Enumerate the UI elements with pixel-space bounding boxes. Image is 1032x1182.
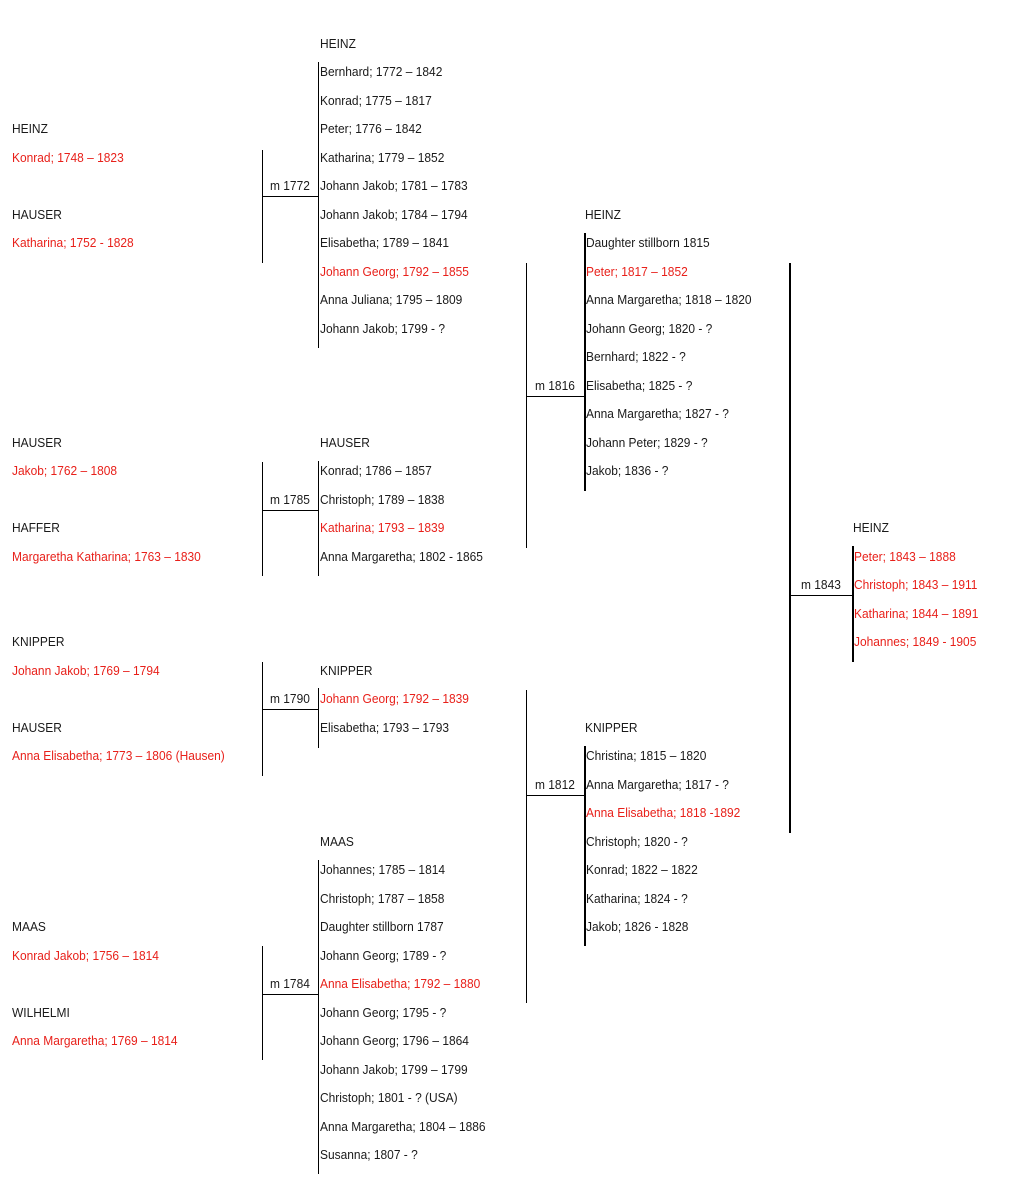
surname-maas-gen1: MAAS (12, 919, 46, 934)
child-maas-5: Anna Elisabetha; 1792 – 1880 (320, 976, 481, 991)
surname-hauser-gen1-b: HAUSER (12, 435, 62, 450)
child-hauser-2: Christoph; 1789 – 1838 (320, 492, 445, 507)
couple-bracket-1843 (789, 263, 791, 833)
child-maas-8: Johann Jakob; 1799 – 1799 (320, 1062, 468, 1077)
marriage-label-1843: m 1843 (801, 577, 841, 592)
marriage-line-1843 (790, 595, 852, 596)
child-heinz-10: Johann Jakob; 1799 - ? (320, 321, 446, 336)
couple-bracket-1790 (262, 662, 263, 776)
person-katharina-hauser: Katharina; 1752 - 1828 (12, 235, 134, 250)
child-maas-11: Susanna; 1807 - ? (320, 1147, 418, 1162)
child-heinz-2: Konrad; 1775 – 1817 (320, 93, 432, 108)
surname-knipper-gen1: KNIPPER (12, 634, 65, 649)
marriage-line-1816 (526, 396, 584, 397)
surname-wilhelmi-gen1: WILHELMI (12, 1005, 70, 1020)
surname-haffer-gen1: HAFFER (12, 520, 60, 535)
child-heinz4-4: Johannes; 1849 - 1905 (854, 634, 977, 649)
surname-knipper-gen3: KNIPPER (585, 720, 638, 735)
children-bracket-knipper-gen3 (584, 746, 586, 946)
child-heinz-6: Johann Jakob; 1784 – 1794 (320, 207, 468, 222)
child-maas-6: Johann Georg; 1795 - ? (320, 1005, 447, 1020)
children-bracket-maas-gen2 (318, 860, 319, 1174)
child-heinz-5: Johann Jakob; 1781 – 1783 (320, 178, 468, 193)
child-hauser-3: Katharina; 1793 – 1839 (320, 520, 445, 535)
couple-bracket-1784 (262, 946, 263, 1060)
child-hauser-1: Konrad; 1786 – 1857 (320, 463, 432, 478)
child-heinz3-8: Johann Peter; 1829 - ? (586, 435, 708, 450)
child-maas-10: Anna Margaretha; 1804 – 1886 (320, 1119, 486, 1134)
child-heinz3-7: Anna Margaretha; 1827 - ? (586, 406, 729, 421)
child-maas-9: Christoph; 1801 - ? (USA) (320, 1090, 458, 1105)
child-heinz4-1: Peter; 1843 – 1888 (854, 549, 956, 564)
child-hauser-4: Anna Margaretha; 1802 - 1865 (320, 549, 483, 564)
child-heinz4-3: Katharina; 1844 – 1891 (854, 606, 979, 621)
child-knipper-1: Johann Georg; 1792 – 1839 (320, 691, 469, 706)
child-knipper3-2: Anna Margaretha; 1817 - ? (586, 777, 729, 792)
child-heinz3-9: Jakob; 1836 - ? (586, 463, 669, 478)
child-knipper3-4: Christoph; 1820 - ? (586, 834, 688, 849)
child-heinz3-4: Johann Georg; 1820 - ? (586, 321, 713, 336)
child-knipper-2: Elisabetha; 1793 – 1793 (320, 720, 450, 735)
child-heinz-9: Anna Juliana; 1795 – 1809 (320, 292, 463, 307)
marriage-label-1790: m 1790 (270, 691, 310, 706)
surname-hauser-gen1-c: HAUSER (12, 720, 62, 735)
child-heinz3-6: Elisabetha; 1825 - ? (586, 378, 693, 393)
children-bracket-heinz-gen3 (584, 233, 586, 491)
child-heinz4-2: Christoph; 1843 – 1911 (854, 577, 978, 592)
surname-maas-gen2: MAAS (320, 834, 354, 849)
child-heinz-3: Peter; 1776 – 1842 (320, 121, 422, 136)
child-knipper3-6: Katharina; 1824 - ? (586, 891, 688, 906)
person-jakob-hauser: Jakob; 1762 – 1808 (12, 463, 118, 478)
marriage-label-1785: m 1785 (270, 492, 310, 507)
child-heinz3-3: Anna Margaretha; 1818 – 1820 (586, 292, 752, 307)
child-heinz-1: Bernhard; 1772 – 1842 (320, 64, 443, 79)
couple-bracket-1772 (262, 150, 263, 263)
person-anna-margaretha-wilhelmi: Anna Margaretha; 1769 – 1814 (12, 1033, 178, 1048)
marriage-label-1816: m 1816 (535, 378, 575, 393)
marriage-line-1812 (526, 795, 584, 796)
child-maas-3: Daughter stillborn 1787 (320, 919, 444, 934)
person-johann-jakob-knipper: Johann Jakob; 1769 – 1794 (12, 663, 160, 678)
surname-heinz-gen1: HEINZ (12, 121, 48, 136)
children-bracket-heinz-gen2 (318, 62, 319, 348)
surname-knipper-gen2: KNIPPER (320, 663, 373, 678)
child-heinz3-5: Bernhard; 1822 - ? (586, 349, 686, 364)
surname-heinz-gen4: HEINZ (853, 520, 889, 535)
person-konrad-heinz: Konrad; 1748 – 1823 (12, 150, 124, 165)
person-konrad-jakob-maas: Konrad Jakob; 1756 – 1814 (12, 948, 159, 963)
child-knipper3-3: Anna Elisabetha; 1818 -1892 (586, 805, 741, 820)
surname-heinz-gen3: HEINZ (585, 207, 621, 222)
couple-bracket-1816 (526, 263, 527, 548)
child-maas-1: Johannes; 1785 – 1814 (320, 862, 446, 877)
child-maas-4: Johann Georg; 1789 - ? (320, 948, 447, 963)
marriage-line-1772 (262, 196, 319, 197)
child-heinz-7: Elisabetha; 1789 – 1841 (320, 235, 450, 250)
child-heinz-4: Katharina; 1779 – 1852 (320, 150, 445, 165)
couple-bracket-1785 (262, 462, 263, 576)
children-bracket-knipper-gen2 (318, 688, 319, 748)
children-bracket-heinz-gen4 (852, 546, 854, 662)
couple-bracket-1812 (526, 690, 527, 1003)
marriage-line-1790 (262, 709, 319, 710)
child-heinz-8: Johann Georg; 1792 – 1855 (320, 264, 469, 279)
marriage-label-1772: m 1772 (270, 178, 310, 193)
child-knipper3-1: Christina; 1815 – 1820 (586, 748, 707, 763)
child-heinz3-2: Peter; 1817 – 1852 (586, 264, 688, 279)
child-knipper3-5: Konrad; 1822 – 1822 (586, 862, 698, 877)
child-knipper3-7: Jakob; 1826 - 1828 (586, 919, 689, 934)
marriage-line-1784 (262, 994, 319, 995)
surname-hauser-gen1: HAUSER (12, 207, 62, 222)
children-bracket-hauser-gen2 (318, 461, 319, 576)
surname-heinz-gen2: HEINZ (320, 36, 356, 51)
marriage-line-1785 (262, 510, 319, 511)
child-maas-7: Johann Georg; 1796 – 1864 (320, 1033, 469, 1048)
marriage-label-1784: m 1784 (270, 976, 310, 991)
child-maas-2: Christoph; 1787 – 1858 (320, 891, 445, 906)
marriage-label-1812: m 1812 (535, 777, 575, 792)
person-margaretha-katharina-haffer: Margaretha Katharina; 1763 – 1830 (12, 549, 201, 564)
person-anna-elisabetha-hauser: Anna Elisabetha; 1773 – 1806 (Hausen) (12, 748, 225, 763)
surname-hauser-gen2: HAUSER (320, 435, 370, 450)
child-heinz3-1: Daughter stillborn 1815 (586, 235, 710, 250)
